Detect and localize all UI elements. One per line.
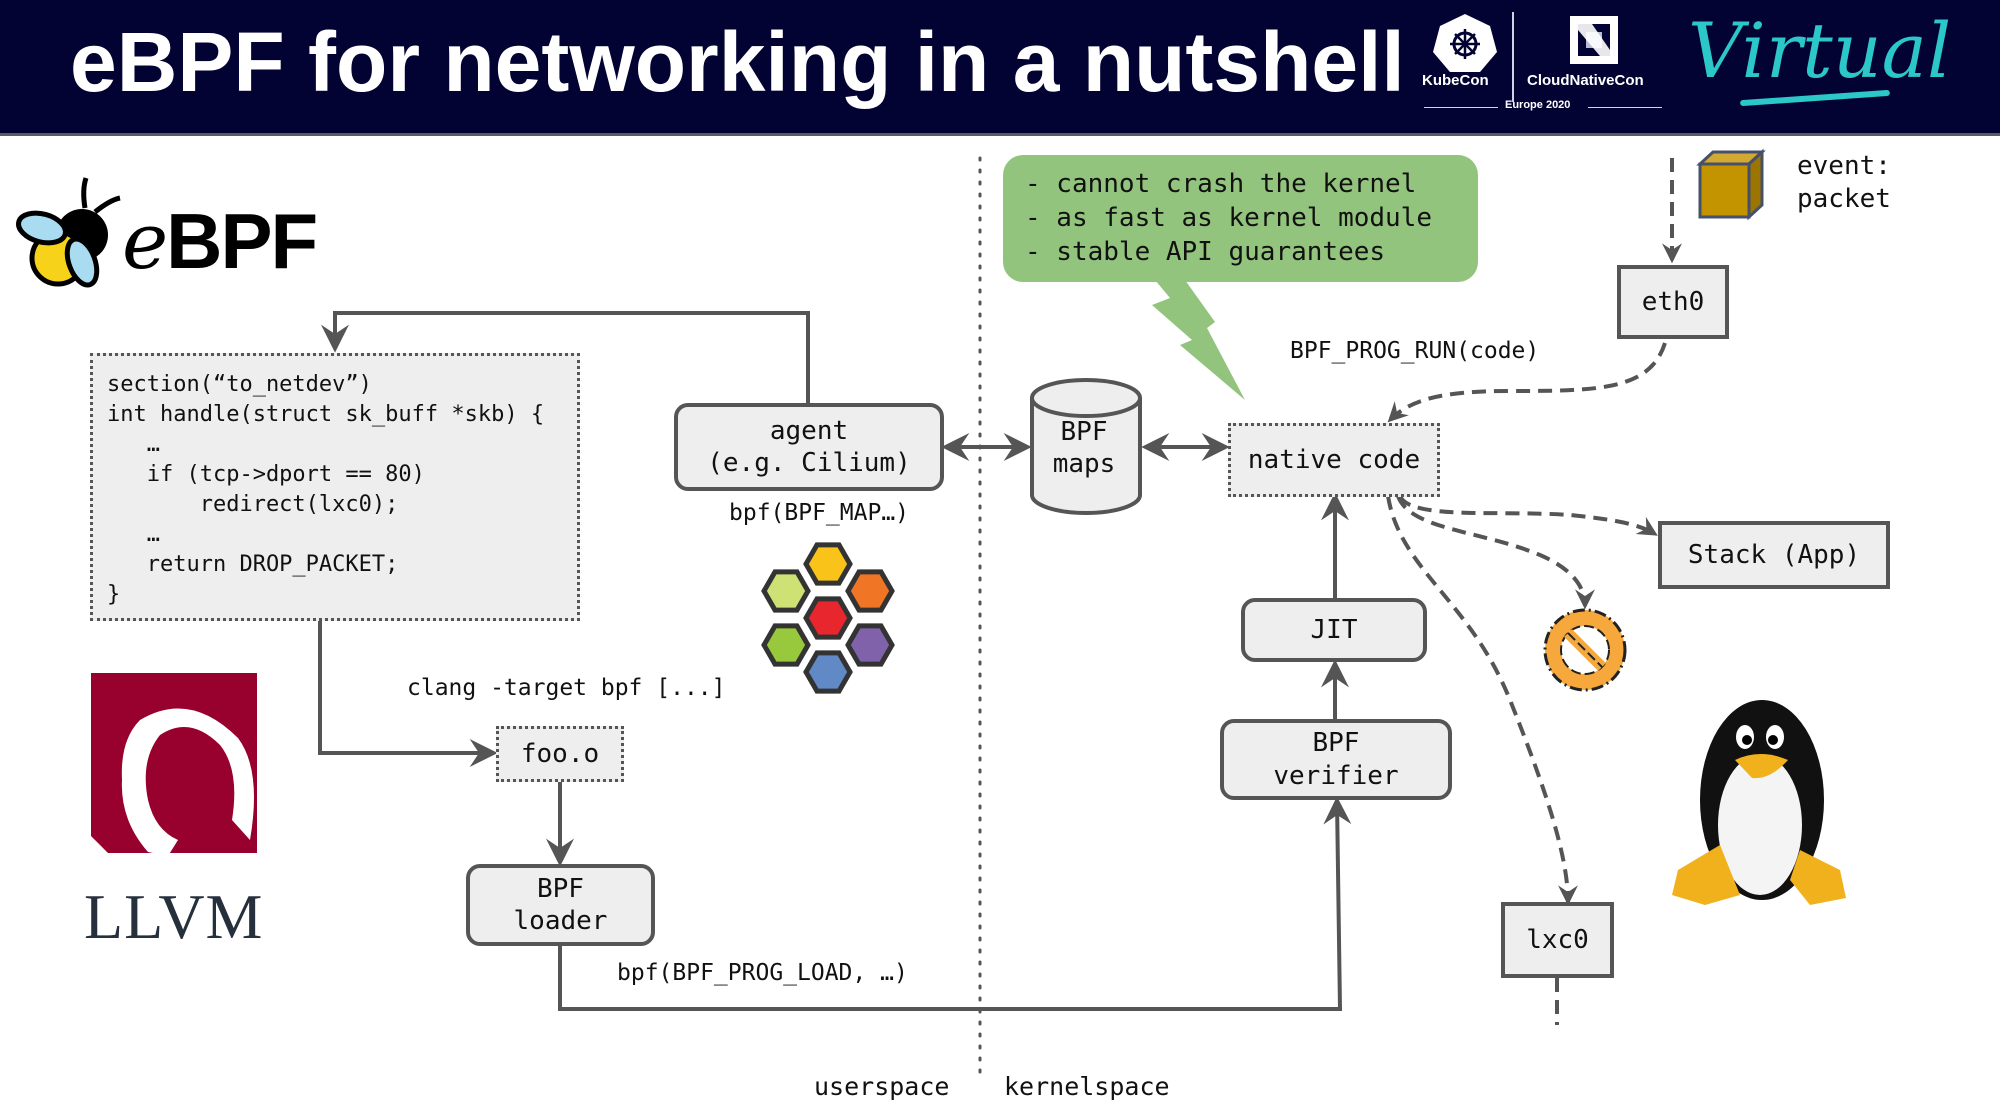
llvm-wordmark: LLVM (84, 881, 264, 952)
code-line: redirect(lxc0); (107, 492, 399, 517)
code-line: return DROP_PACKET; (107, 552, 399, 577)
ebpf-wordmark-rest: BPF (166, 197, 318, 285)
agent-node: agent (e.g. Cilium) (674, 403, 944, 491)
cilium-hex (803, 650, 853, 694)
kernelspace-label: kernelspace (1004, 1072, 1170, 1101)
ebpf-program-code-box: section(“to_netdev”) int handle(struct s… (90, 353, 580, 621)
code-line: if (tcp->dport == 80) (107, 462, 425, 487)
callout-line: - cannot crash the kernel (1025, 169, 1417, 199)
cncf-logo-icon (1570, 16, 1618, 64)
slide-header: eBPF for networking in a nutshell KubeCo… (0, 0, 2000, 136)
event-packet-label: event: packet (1797, 151, 1891, 214)
userspace-label: userspace (814, 1072, 950, 1101)
prog-run-call-label: BPF_PROG_RUN(code) (1290, 338, 1540, 364)
stack-app-node: Stack (App) (1658, 521, 1890, 589)
code-to-fooo-arrow (318, 621, 498, 767)
cilium-hex (803, 542, 853, 586)
logo-separator (1512, 12, 1514, 102)
edition-rule-right (1588, 107, 1662, 108)
bpf-maps-node: BPF maps (1052, 416, 1116, 480)
slide-title: eBPF for networking in a nutshell (70, 15, 1405, 109)
llvm-dragon-logo-icon (91, 673, 257, 856)
native-to-lxc0-arrow (1386, 495, 1578, 906)
kubecon-label: KubeCon (1422, 72, 1489, 89)
eth0-to-native-arrow (1387, 342, 1667, 423)
cilium-hex (845, 569, 895, 613)
clang-command-label: clang -target bpf [...] (407, 675, 726, 701)
ebpf-bee-logo-icon (16, 177, 121, 288)
ebpf-wordmark: eBPF (122, 196, 318, 287)
drop-forbidden-icon (1543, 608, 1627, 692)
prog-load-call-label: bpf(BPF_PROG_LOAD, …) (617, 960, 908, 986)
code-line: … (107, 522, 160, 547)
native-code-node: native code (1228, 423, 1440, 497)
foo-o-node: foo.o (496, 726, 624, 782)
code-line: … (107, 432, 160, 457)
callout-tail (1152, 280, 1245, 400)
loader-to-verifier-arrow (558, 796, 1352, 1011)
callout-line: - as fast as kernel module (1025, 203, 1432, 233)
jit-node: JIT (1241, 598, 1427, 662)
packet-cube-icon (1696, 148, 1766, 221)
diagram-canvas (16, 148, 1846, 1082)
bpf-verifier-node: BPF verifier (1220, 719, 1452, 800)
native-to-drop-arrow (1396, 495, 1595, 610)
cilium-logo-icon (761, 542, 895, 694)
bpf-loader-node: BPF loader (466, 864, 655, 946)
tux-penguin-icon (1672, 700, 1846, 905)
callout-line: - stable API guarantees (1025, 237, 1386, 267)
cilium-hex (845, 623, 895, 667)
lxc0-node: lxc0 (1501, 902, 1614, 978)
native-to-stack-arrow (1398, 494, 1658, 536)
edition-rule-left (1424, 107, 1498, 108)
cilium-hex (761, 623, 811, 667)
eth0-node: eth0 (1617, 265, 1729, 339)
bpf-map-call-label: bpf(BPF_MAP…) (729, 500, 910, 526)
ebpf-wordmark-e: e (122, 197, 168, 287)
bpf-maps-cylinder-icon (1030, 378, 1142, 515)
benefits-callout: - cannot crash the kernel - as fast as k… (1003, 155, 1478, 282)
event-edition-label: Europe 2020 (1505, 99, 1571, 111)
code-line: } (107, 582, 121, 607)
kubecon-logo-icon (1433, 14, 1497, 72)
code-line: int handle(struct sk_buff *skb) { (107, 402, 545, 427)
code-line: section(“to_netdev”) (107, 372, 372, 397)
cilium-hex (803, 596, 853, 640)
cloudnativecon-label: CloudNativeCon (1527, 72, 1644, 89)
virtual-label: Virtual (1688, 6, 1952, 95)
agent-to-code-arrow (321, 311, 810, 404)
cilium-hex (761, 569, 811, 613)
